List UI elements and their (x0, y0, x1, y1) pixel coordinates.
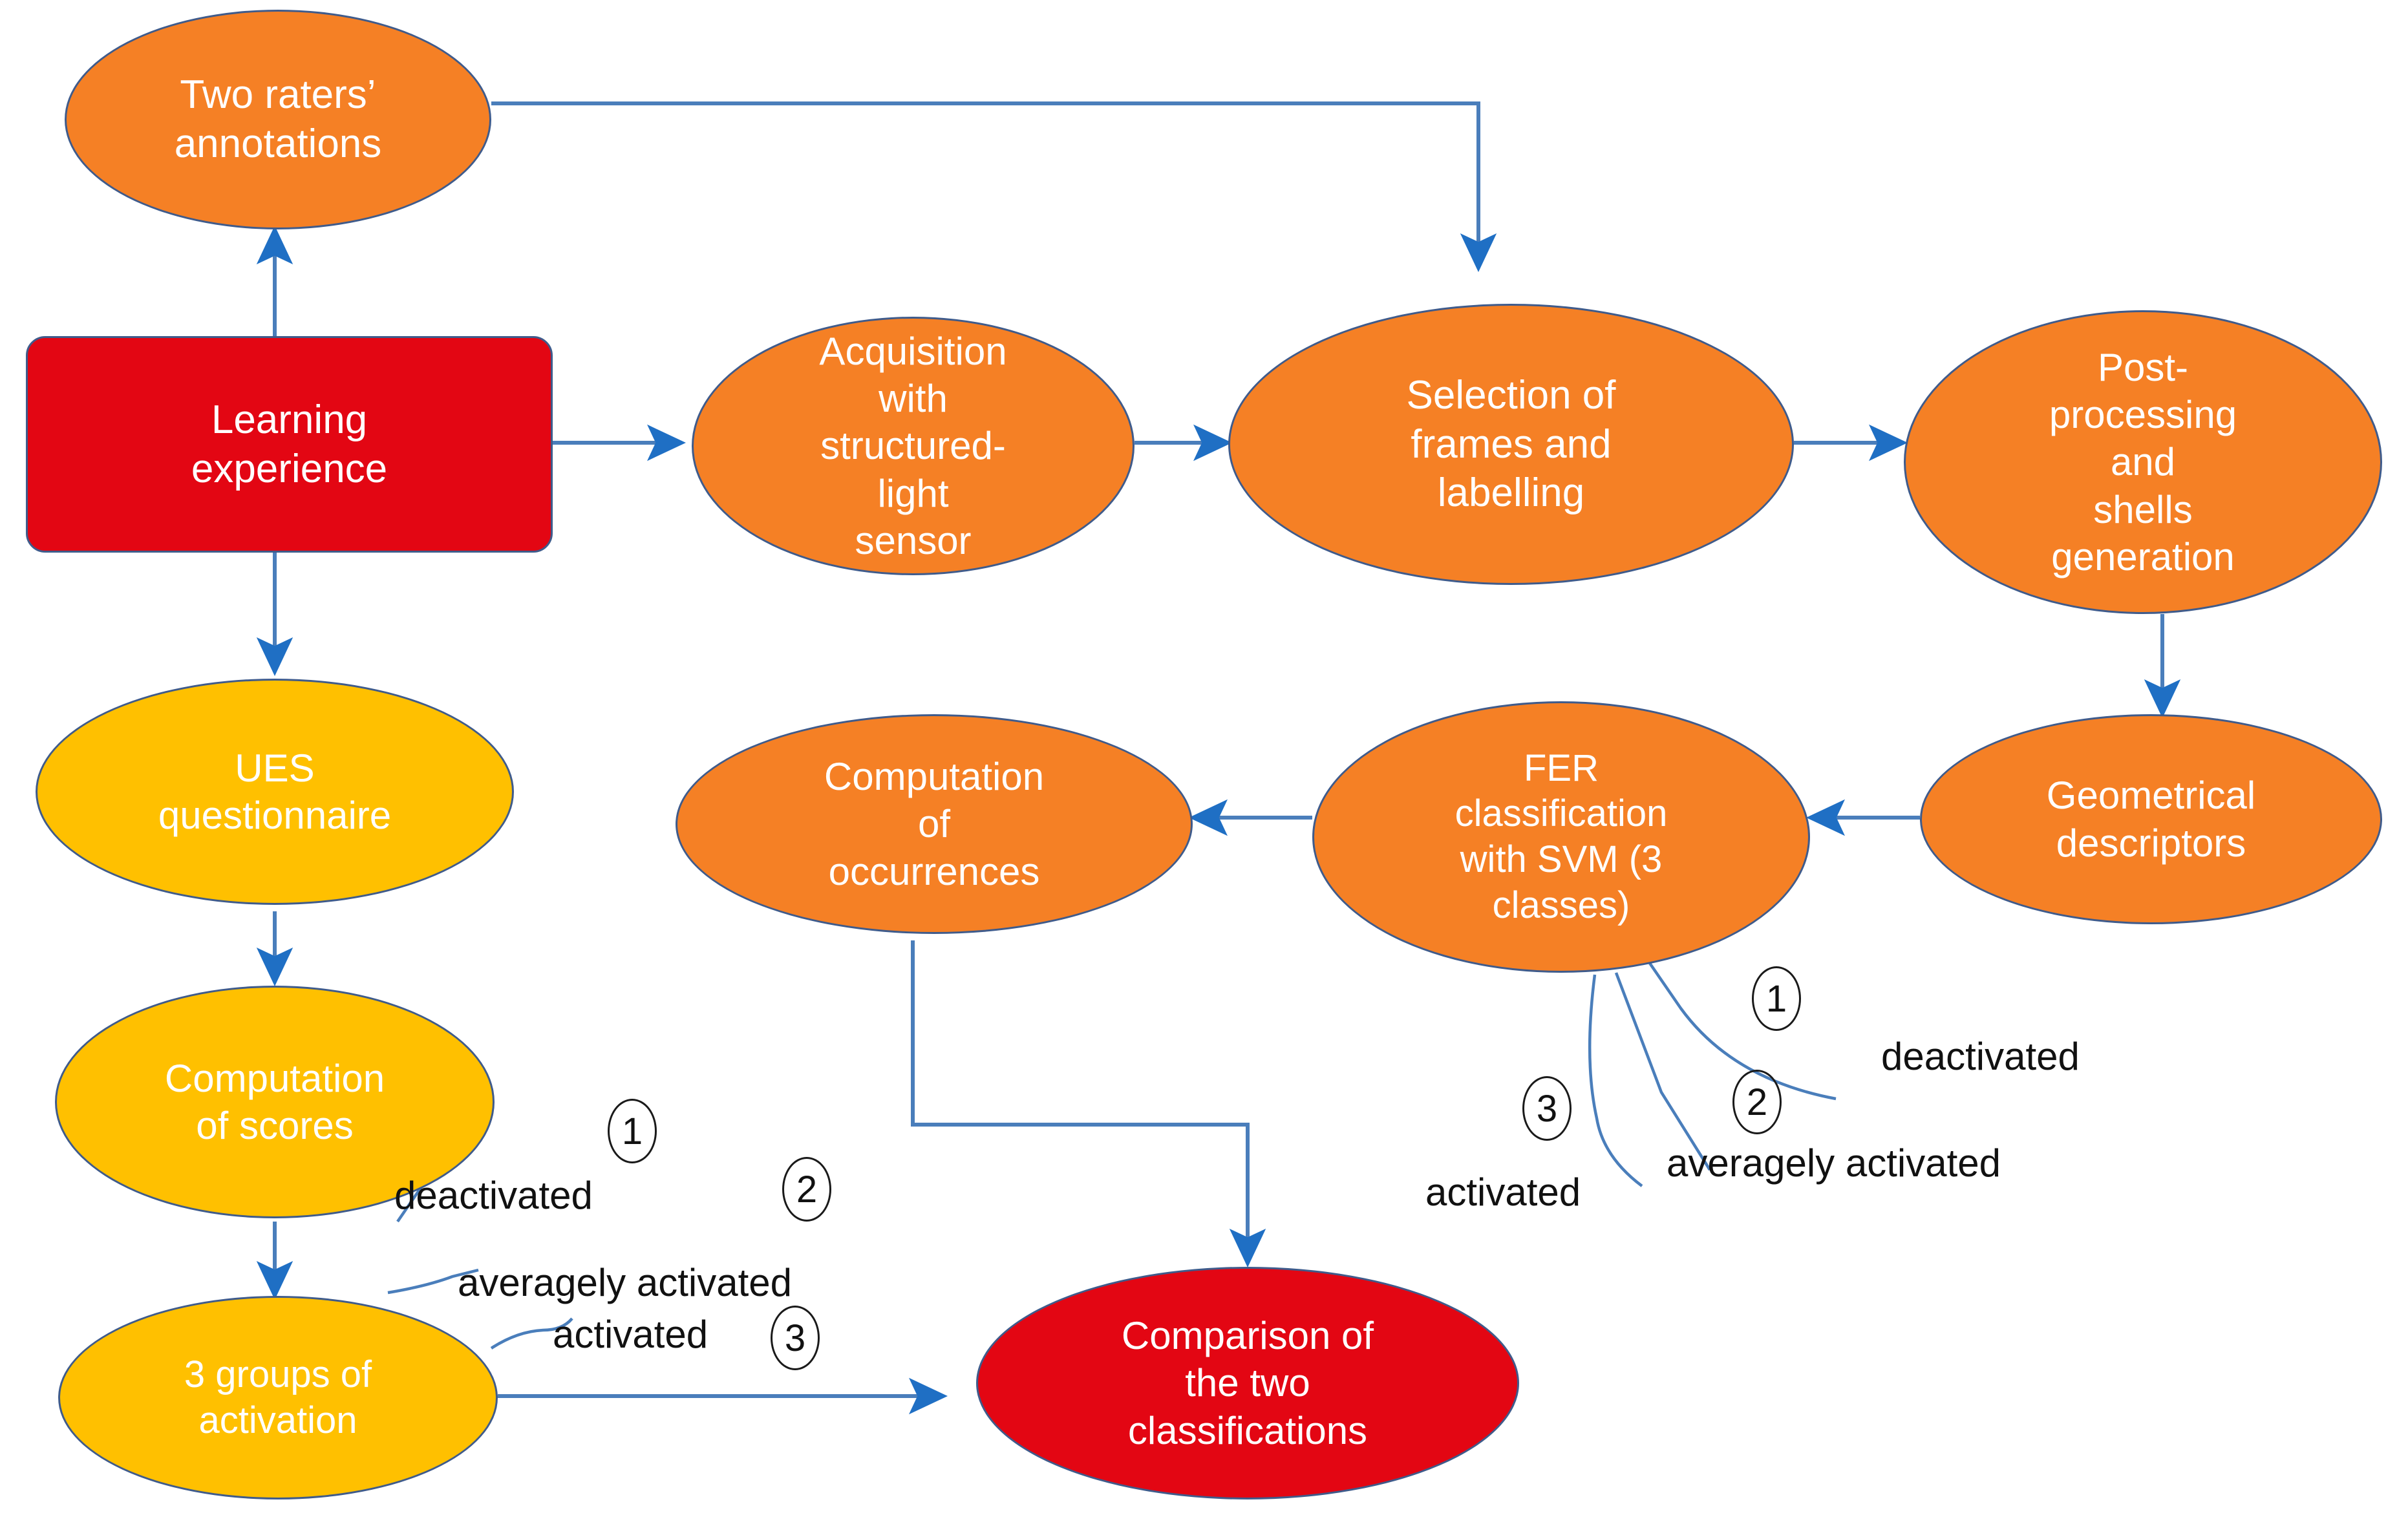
ues-group-label-1: deactivated (394, 1174, 593, 1217)
edge-occurrences-to-comparison (911, 940, 1266, 1267)
fer-leader-3 (1588, 974, 1643, 1187)
fer-class-badge-3: 3 (1522, 1076, 1572, 1141)
ues-group-badge-2: 2 (782, 1157, 831, 1222)
ues-group-label-3: activated (553, 1313, 709, 1356)
node-selection-frames[interactable]: Selection of frames and labelling (1228, 304, 1794, 585)
node-post-processing[interactable]: Post- processing and shells generation (1904, 310, 2382, 614)
node-ues-questionnaire[interactable]: UES questionnaire (36, 679, 514, 905)
fer-class-label-2: averagely activated (1667, 1141, 2001, 1185)
ues-group-badge-1: 1 (608, 1099, 657, 1163)
ues-group-badge-3: 3 (771, 1306, 820, 1370)
ues-group-label-2: averagely activated (458, 1261, 792, 1304)
fer-class-label-1: deactivated (1881, 1035, 2080, 1078)
node-computation-occurrences[interactable]: Computation of occurrences (676, 714, 1193, 934)
node-acquisition[interactable]: Acquisition with structured- light senso… (692, 317, 1135, 575)
node-fer-classification[interactable]: FER classification with SVM (3 classes) (1312, 701, 1810, 973)
node-geometrical-descriptors[interactable]: Geometrical descriptors (1920, 714, 2382, 924)
node-computation-scores[interactable]: Computation of scores (55, 986, 495, 1218)
node-two-raters-annotations[interactable]: Two raters’ annotations (65, 10, 491, 229)
node-three-groups[interactable]: 3 groups of activation (58, 1296, 498, 1499)
fer-class-label-3: activated (1425, 1171, 1581, 1214)
fer-class-badge-1: 1 (1752, 966, 1801, 1031)
node-learning-experience[interactable]: Learning experience (26, 336, 553, 553)
edge-raters-to-selection (491, 101, 1497, 272)
node-comparison[interactable]: Comparison of the two classifications (976, 1267, 1519, 1499)
fer-class-badge-2: 2 (1732, 1070, 1782, 1134)
